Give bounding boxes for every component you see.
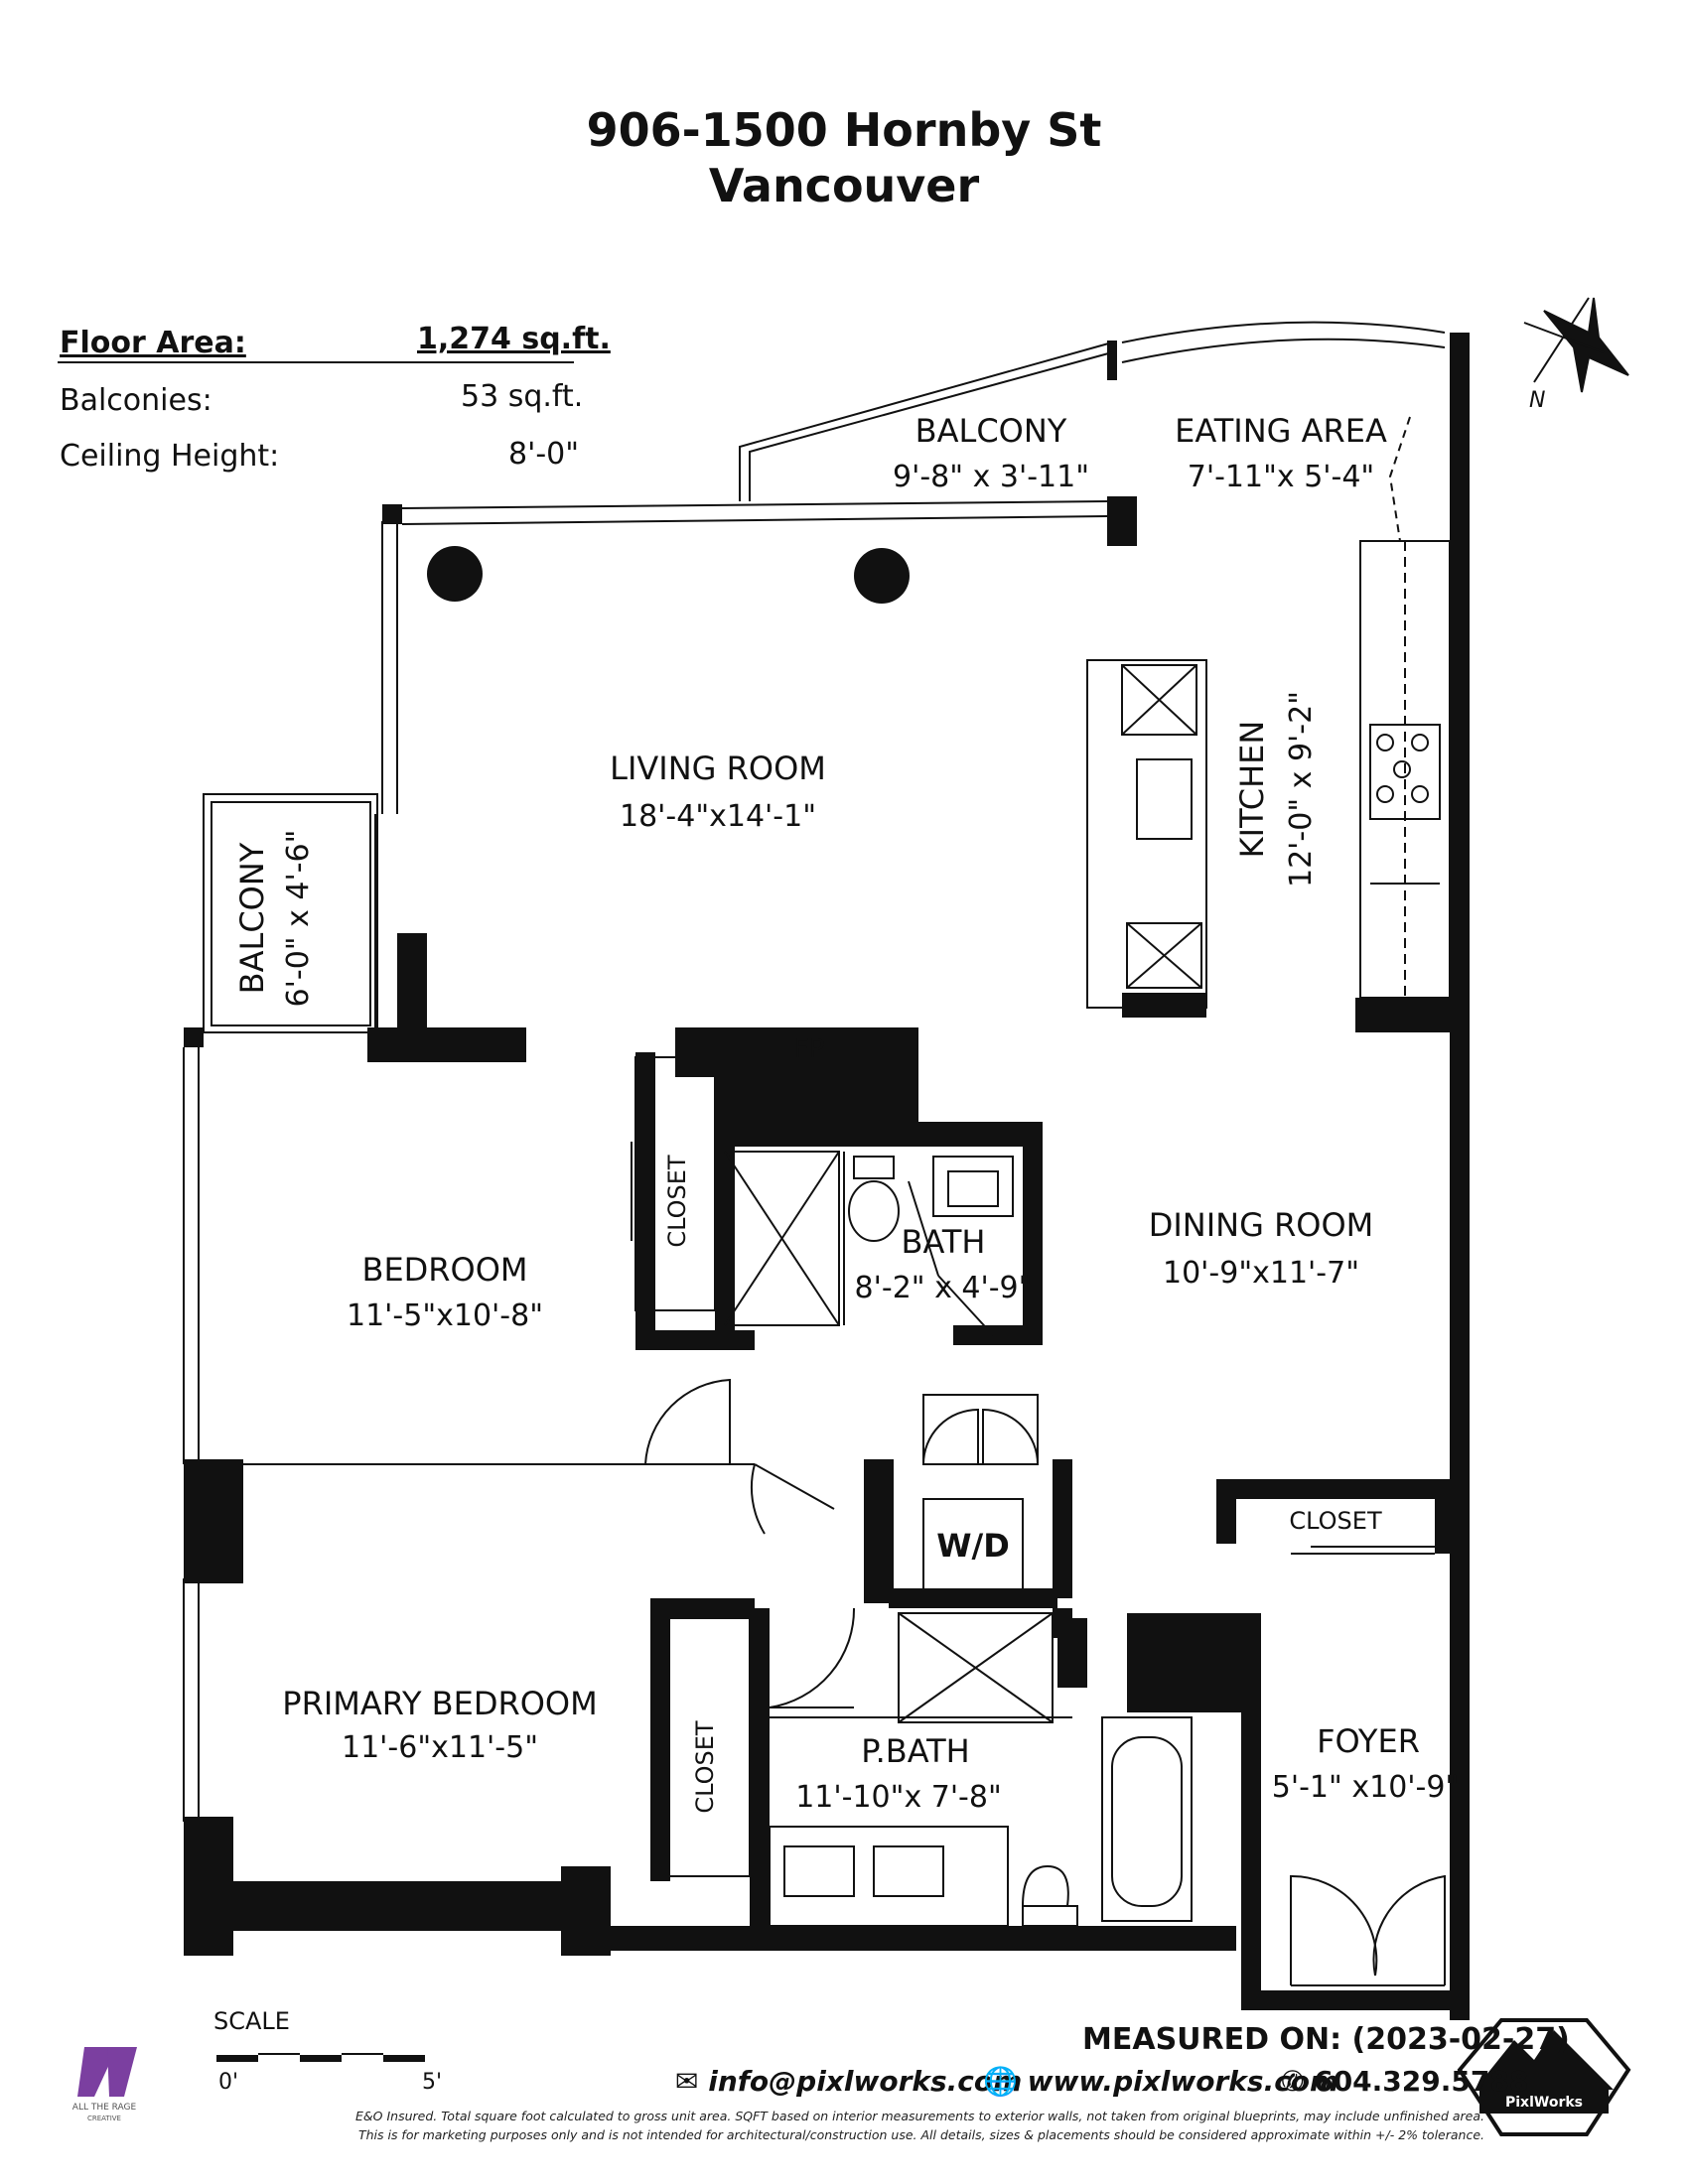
plan-lines <box>183 321 1451 1986</box>
stats-divider <box>58 361 574 363</box>
washer-dryer-label: W/D <box>936 1527 1010 1565</box>
ceiling-value: 8'-0" <box>508 437 580 472</box>
phone-icon: ✆ <box>1281 2065 1305 2098</box>
scale-label: SCALE <box>213 2007 290 2035</box>
city-title: Vancouver <box>708 159 980 212</box>
kitchen-dim: 12'-0" x 9'-2" <box>1284 691 1319 887</box>
dining-room-name: DINING ROOM <box>1149 1206 1374 1244</box>
eating-area-name: EATING AREA <box>1175 412 1387 450</box>
phone-link[interactable]: ✆ 604.329.5788 <box>1281 2065 1528 2098</box>
foyer-name: FOYER <box>1317 1722 1420 1760</box>
balcony-left-dim: 6'-0" x 4'-6" <box>281 830 316 1008</box>
measured-date: MEASURED ON: (2023-02-27) <box>1082 2022 1570 2057</box>
brand-right-text: PixlWorks <box>1505 2095 1583 2111</box>
bedroom-dim: 11'-5"x10'-8" <box>347 1298 543 1333</box>
living-room-dim: 18'-4"x14'-1" <box>620 799 816 834</box>
address-title: 906-1500 Hornby St <box>586 103 1102 157</box>
phone-text: 604.329.5788 <box>1314 2065 1529 2098</box>
balconies-value: 53 sq.ft. <box>461 379 584 414</box>
fireplace-label: FP <box>794 1034 825 1064</box>
living-room-name: LIVING ROOM <box>610 750 826 787</box>
compass-icon <box>1523 297 1629 393</box>
compass-label: N <box>1529 388 1545 413</box>
pixlworks-logo <box>1457 2018 1631 2136</box>
walls <box>184 333 1470 2020</box>
email-icon: ✉ <box>675 2065 699 2098</box>
scale-bar <box>216 2053 425 2062</box>
balcony-top-name: BALCONY <box>915 412 1067 450</box>
primary-bath-dim: 11'-10"x 7'-8" <box>795 1780 1002 1815</box>
primary-bath-name: P.BATH <box>861 1732 969 1770</box>
bath-dim: 8'-2" x 4'-9" <box>855 1271 1033 1305</box>
foyer-dim: 5'-1" x10'-9" <box>1272 1770 1459 1805</box>
closet-primary-label: CLOSET <box>691 1720 719 1814</box>
kitchen-name: KITCHEN <box>1233 721 1271 859</box>
floor-area-label: Floor Area: <box>60 326 246 360</box>
primary-bedroom-name: PRIMARY BEDROOM <box>282 1685 597 1722</box>
disclaimer-line1: E&O Insured. Total square foot calculate… <box>355 2109 1484 2123</box>
eating-area-dim: 7'-11"x 5'-4" <box>1188 460 1374 494</box>
bath-name: BATH <box>902 1223 986 1261</box>
balcony-top-dim: 9'-8" x 3'-11" <box>893 460 1089 494</box>
disclaimer-line2: This is for marketing purposes only and … <box>357 2127 1484 2142</box>
email-text: info@pixlworks.com <box>708 2065 1023 2098</box>
email-link[interactable]: ✉ info@pixlworks.com <box>675 2065 1022 2098</box>
dining-room-dim: 10'-9"x11'-7" <box>1163 1256 1359 1291</box>
ceiling-label: Ceiling Height: <box>60 439 280 474</box>
balconies-label: Balconies: <box>60 383 212 418</box>
brand-left-name: ALL THE RAGE <box>71 2103 137 2113</box>
primary-bedroom-dim: 11'-6"x11'-5" <box>342 1730 538 1765</box>
web-link[interactable]: 🌐 www.pixlworks.com <box>983 2065 1338 2098</box>
all-the-rage-logo <box>77 2047 137 2097</box>
globe-icon: 🌐 <box>983 2065 1018 2098</box>
closet-foyer-label: CLOSET <box>1289 1507 1382 1535</box>
balcony-left-name: BALCONY <box>233 842 271 994</box>
web-text: www.pixlworks.com <box>1027 2065 1339 2098</box>
scale-end: 5' <box>422 2070 443 2095</box>
scale-start: 0' <box>218 2070 239 2095</box>
brand-left-sub: CREATIVE <box>87 2115 121 2122</box>
closet-bedroom-label: CLOSET <box>663 1155 691 1248</box>
floor-area-value: 1,274 sq.ft. <box>417 322 611 356</box>
bedroom-name: BEDROOM <box>361 1251 527 1289</box>
